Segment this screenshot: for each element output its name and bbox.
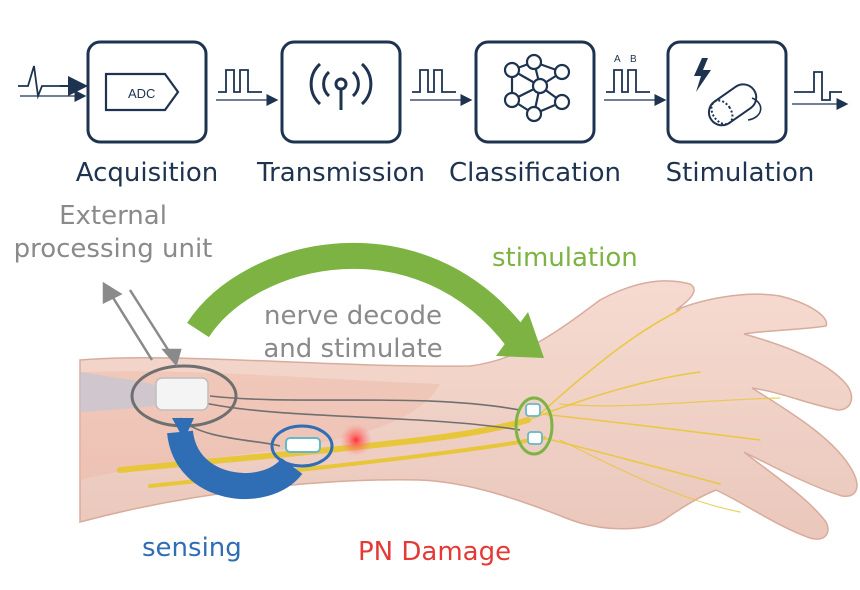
external-processing-unit-label: External processing unit <box>13 201 213 264</box>
input-signal-arrow <box>18 65 88 102</box>
decode-stimulate-arrow <box>187 242 544 358</box>
pulse-label-a: A <box>614 54 621 65</box>
output-signal-arrow <box>792 71 849 110</box>
sensing-label: sensing <box>142 533 242 563</box>
nerve-decode-stimulate-label: nerve decode and stimulate <box>263 301 443 364</box>
adc-label: ADC <box>128 86 155 101</box>
pulse-train-1 <box>216 69 279 106</box>
arm-illustration <box>79 242 858 540</box>
stage-label-classification: Classification <box>448 158 622 188</box>
pipeline-diagram <box>18 40 849 144</box>
pn-damage-marker <box>340 424 372 456</box>
transmission-box <box>280 40 402 144</box>
stage-label-transmission: Transmission <box>257 158 425 188</box>
adc-chip-icon <box>104 72 180 112</box>
acquisition-box <box>86 40 208 144</box>
classification-box <box>474 40 596 144</box>
neural-network-icon <box>503 53 571 123</box>
pn-damage-label: PN Damage <box>358 537 512 567</box>
sensing-electrode-cuff <box>270 424 334 468</box>
wireless-antenna-icon <box>309 62 373 110</box>
pulse-train-2 <box>410 69 473 106</box>
stimulation-label: stimulation <box>492 243 638 273</box>
external-link-arrows <box>102 281 182 367</box>
pulse-train-3 <box>604 69 667 106</box>
stage-label-acquisition: Acquisition <box>75 158 219 188</box>
stimulation-electrode-cuff <box>514 396 554 456</box>
stimulation-box <box>666 40 788 144</box>
pulse-label-b: B <box>630 54 637 65</box>
nerve-cuff-stimulator-icon <box>694 58 762 127</box>
sensing-arrow <box>167 418 303 499</box>
stage-label-stimulation: Stimulation <box>665 158 815 188</box>
